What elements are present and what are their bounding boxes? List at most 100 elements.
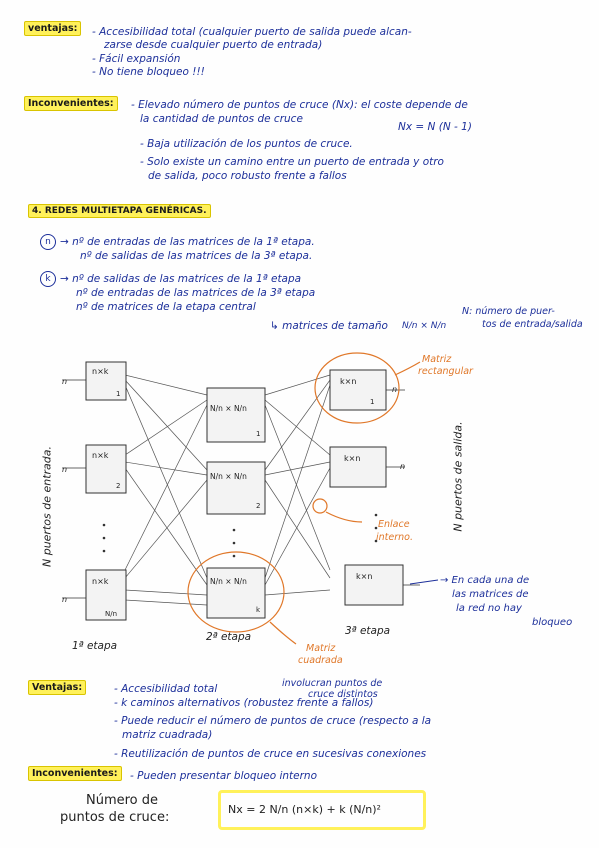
left-ports-label: N puertos de entrada. (40, 445, 54, 568)
n-note-1: N: número de puer- (462, 306, 555, 317)
dot (232, 541, 236, 545)
interconnect-lines (124, 374, 331, 606)
note-block-1: → En cada una de (440, 575, 530, 586)
formula-box (218, 790, 426, 830)
stage3-box-2-label: k×n (344, 454, 361, 463)
dot (102, 549, 106, 553)
circle-internal-link (312, 498, 328, 514)
note-block-4: bloqueo (532, 617, 573, 628)
arrow-square (269, 621, 297, 645)
stage1-label: 1ª etapa (72, 640, 118, 652)
circle-square-matrix (187, 551, 285, 633)
stage2-box-3-label: N/n × N/n (210, 577, 247, 586)
formula: Nx = 2 N/n (n×k) + k (N/n)² (228, 803, 381, 816)
ventajas-line-1: - Accesibilidad total (cualquier puerto … (92, 26, 412, 38)
stage2-label: 2ª etapa (206, 631, 252, 643)
ventajas2-tag: Ventajas: (28, 680, 87, 695)
circle-rect-matrix (314, 352, 400, 424)
inconv-line-2: la cantidad de puntos de cruce (140, 113, 303, 125)
stage2-box-3-idx: k (256, 606, 261, 614)
note-square-2: cuadrada (298, 655, 343, 666)
stage2-box-1-label: N/n × N/n (210, 404, 247, 413)
stage2-box-3 (206, 567, 266, 619)
stage3-box-2 (329, 446, 405, 488)
dot (102, 523, 106, 527)
formula-label-2: puntos de cruce: (60, 810, 170, 825)
stage1-box-3-label: n×k (92, 577, 109, 586)
stage3-box-3 (344, 564, 420, 606)
ventajas2-aside-2: cruce distintos (308, 689, 378, 700)
note-rect-1: Matriz (422, 354, 452, 365)
ventajas2-line-2: - k caminos alternativos (robustez frent… (114, 697, 374, 709)
arrow-rect (394, 361, 421, 376)
note-rect-2: rectangular (418, 366, 473, 377)
n-note-2: tos de entrada/salida (482, 319, 583, 330)
arrow-block (409, 579, 439, 585)
inconvenientes2-line: - Pueden presentar bloqueo interno (130, 770, 318, 782)
stage3-box-1-idx: 1 (370, 398, 375, 406)
ventajas-line-2: zarse desde cualquier puerto de entrada) (104, 39, 323, 51)
stage3-port-2: n (400, 462, 406, 471)
inconv-line-1: - Elevado número de puntos de cruce (Nx)… (131, 99, 468, 111)
stage3-box-3-label: k×n (356, 572, 373, 581)
dot (232, 528, 236, 532)
ventajas2-line-3: - Puede reducir el número de puntos de c… (114, 715, 432, 727)
stage3-box-1 (329, 369, 405, 411)
inconv-line-4: - Solo existe un camino entre un puerto … (140, 156, 444, 168)
n-def-2: nº de salidas de las matrices de la 3ª e… (80, 250, 313, 262)
k-def-1: → nº de salidas de las matrices de la 1ª… (60, 273, 302, 285)
stage2-box-1 (206, 387, 266, 443)
note-link-2: interno. (376, 532, 413, 543)
ventajas2-line-1: - Accesibilidad total (114, 683, 218, 695)
inconvenientes2-tag: Inconvenientes: (28, 766, 122, 781)
dot (102, 536, 106, 540)
stage2-box-1-idx: 1 (256, 430, 261, 438)
stage3-box-1-label: k×n (340, 377, 357, 386)
n-symbol: n (40, 234, 56, 250)
note-block-3: la red no hay (456, 603, 522, 614)
stage2-box-2 (206, 461, 266, 515)
section4-title: 4. REDES MULTIETAPA GENÉRICAS. (28, 204, 211, 218)
stage2-box-2-idx: 2 (256, 502, 261, 510)
dot (374, 526, 378, 530)
inconv-formula: Nx = N (N - 1) (398, 121, 472, 133)
k-symbol: k (40, 271, 56, 287)
stage3-port-1: n (392, 385, 398, 394)
stage1-port-3: n (62, 595, 68, 604)
dot (232, 554, 236, 558)
dot (374, 539, 378, 543)
n-def-1: → nº de entradas de las matrices de la 1… (60, 236, 315, 248)
note-square-1: Matriz (306, 643, 336, 654)
dot (374, 513, 378, 517)
ventajas-tag: ventajas: (24, 21, 82, 36)
formula-label-1: Número de (86, 793, 159, 808)
stage1-box-2-label: n×k (92, 451, 109, 460)
frac-size: N/n × N/n (402, 321, 447, 331)
ventajas2-aside-1: involucran puntos de (282, 678, 383, 689)
stage1-box-1 (62, 361, 127, 401)
stage1-port-2: n (62, 465, 68, 474)
note-link-1: Enlace (378, 519, 410, 530)
ventajas2-line-5: - Reutilización de puntos de cruce en su… (114, 748, 427, 760)
arrow-link (325, 511, 363, 523)
stage1-box-2-idx: 2 (116, 482, 121, 490)
stage3-label: 3ª etapa (345, 625, 391, 637)
k-sub: ↳ matrices de tamaño (270, 320, 388, 332)
stage1-box-1-label: n×k (92, 367, 109, 376)
k-def-2: nº de entradas de las matrices de la 3ª … (76, 287, 316, 299)
inconv-line-5: de salida, poco robusto frente a fallos (148, 170, 347, 182)
ventajas-line-4: - No tiene bloqueo !!! (92, 66, 205, 78)
k-def-3: nº de matrices de la etapa central (76, 301, 256, 313)
stage1-box-3-idx: N/n (105, 610, 118, 618)
inconv-line-3: - Baja utilización de los puntos de cruc… (140, 138, 353, 150)
stage1-box-1-idx: 1 (116, 390, 121, 398)
ventajas-line-3: - Fácil expansión (92, 53, 181, 65)
stage1-box-2 (62, 444, 127, 494)
right-ports-label: N puertos de salida. (451, 421, 465, 532)
inconvenientes-tag: Inconvenientes: (24, 96, 118, 111)
note-block-2: las matrices de (452, 589, 529, 600)
ventajas2-line-4: matriz cuadrada) (122, 729, 213, 741)
stage1-port-1: n (62, 377, 68, 386)
